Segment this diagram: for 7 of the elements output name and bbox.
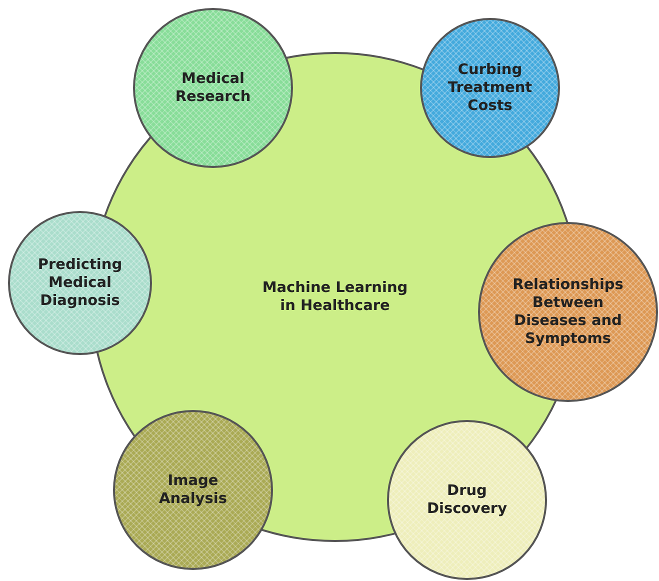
circle-label: Machine Learning in Healthcare — [261, 278, 409, 316]
circle-label: Predicting Medical Diagnosis — [36, 256, 124, 310]
circle-label: Image Analysis — [158, 472, 228, 508]
circle-label: Relationships Between Diseases and Symptoms — [512, 276, 624, 348]
circle-label: Medical Research — [174, 70, 252, 106]
circle-label: Drug Discovery — [426, 482, 508, 518]
circle-label: Curbing Treatment Costs — [446, 60, 534, 116]
